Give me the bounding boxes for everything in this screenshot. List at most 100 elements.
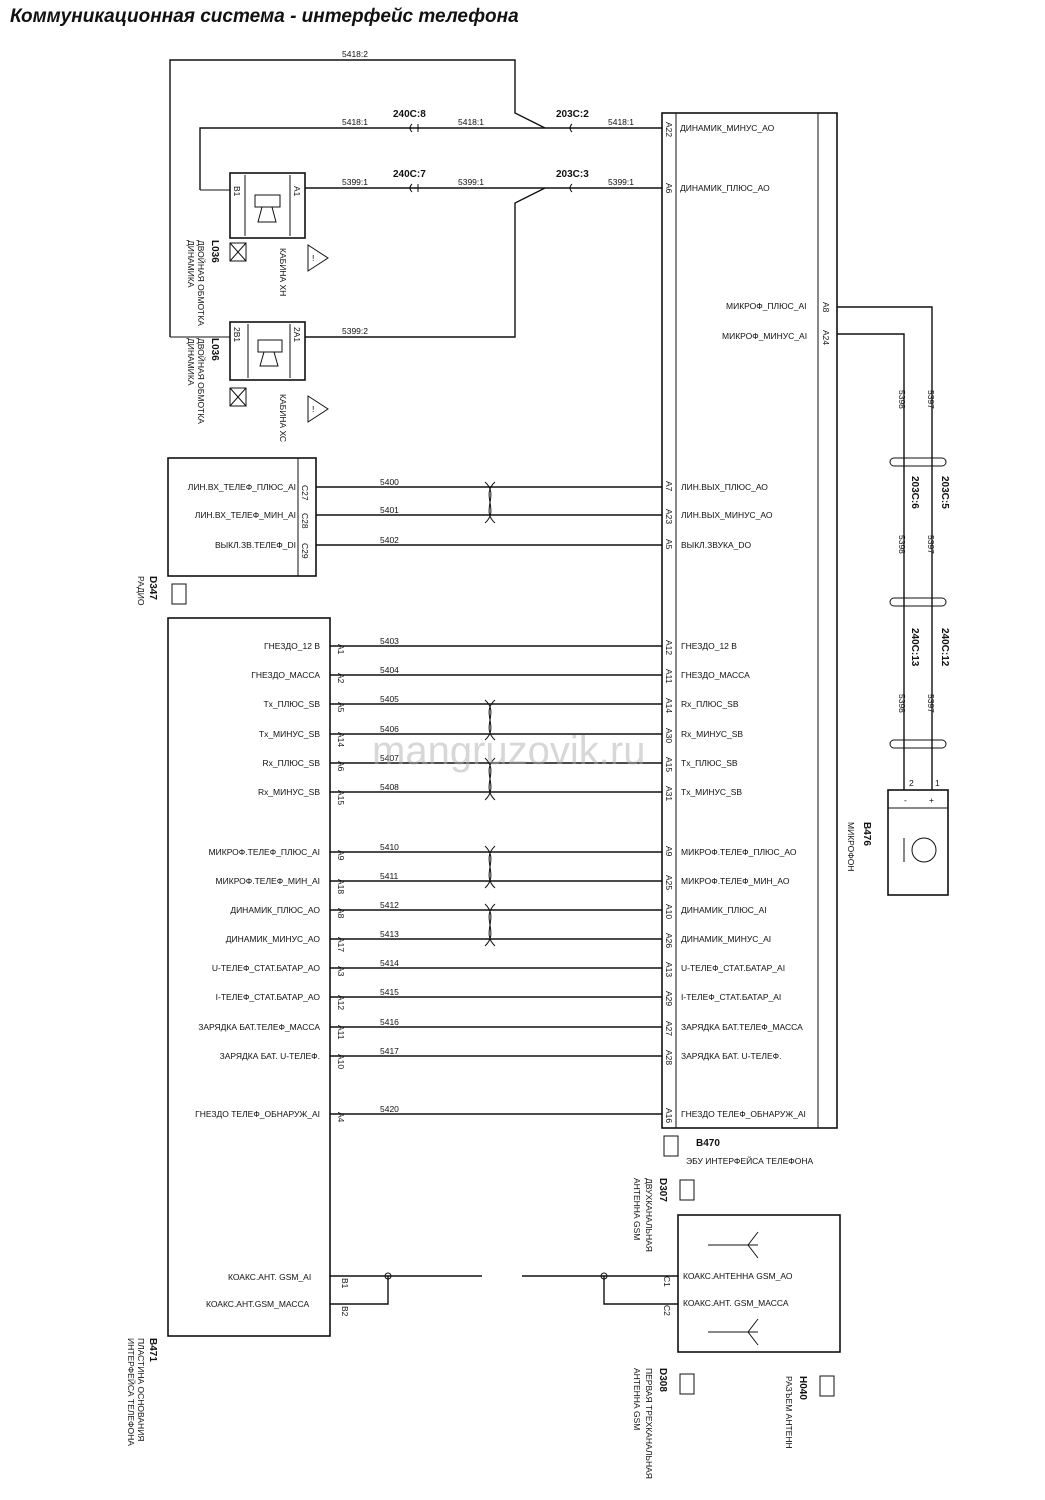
ecu-pin-a24: A24 [821,330,831,345]
wire-label: 5410 [380,842,399,852]
wire-label-5399-1-right: 5399:1 [608,177,634,187]
ecu-pin: A16 [664,1108,674,1123]
row-label: МИКРОФ.ТЕЛЕФ_ПЛЮС_AI [209,847,320,857]
row-pin: C29 [300,543,310,559]
row-pin: A3 [336,966,346,977]
mic-pin-2: 2 [909,778,914,788]
wire-5398 [837,333,905,790]
row-pin: A9 [336,850,346,861]
row-label: ДИНАМИК_МИНУС_АО [226,934,321,944]
ground-box-icon [229,387,247,407]
antenna-icon [708,1318,759,1346]
antenna-label-c1: КОАКС.АНТЕННА GSM_АО [683,1271,793,1281]
wire-5418-1 [199,127,662,190]
warning-icon [307,395,329,423]
d307-code: D307 [657,1178,668,1202]
page-title: Коммуникационная система - интерфейс тел… [10,6,519,27]
wire-label: 5411 [380,871,399,881]
row-label: ГНЕЗДО_МАССА [251,670,320,680]
ecu-row-label: МИКРОФ.ТЕЛЕФ_ПЛЮС_АО [681,847,797,857]
ecu-row-label: ГНЕЗДО_12 В [681,641,737,651]
ecu-row-label: ВЫКЛ.ЗВУКА_DO [681,540,751,550]
row-label: Tx_МИНУС_SB [259,729,320,739]
ecu-row-label: ГНЕЗДО_МАССА [681,670,750,680]
ecu-pin-a22: A22 [664,122,674,137]
connector-symbol [569,183,573,193]
row-pin: A8 [336,908,346,919]
antenna-icon [708,1231,759,1259]
warning-icon [307,244,329,272]
speaker-1-desc2: ДИНАМИКА [186,240,196,288]
svg-text:!: ! [312,404,314,414]
ecu-pin-a6: A6 [664,183,674,194]
wire-label-5418-1-mid: 5418:1 [458,117,484,127]
ecu-mic-minus-label: МИКРОФ_МИНУС_AI [722,331,807,341]
ecu-mic-plus-label: МИКРОФ_ПЛЮС_AI [726,301,807,311]
ecu-pin: A12 [664,640,674,655]
wire-label-5397-b: 5397 [926,535,936,554]
speaker-1-code: L036 [209,240,220,263]
h040-code: H040 [797,1376,808,1400]
row-label: Tx_ПЛЮС_SB [263,699,320,709]
wire-label-5398-c: 5398 [897,694,907,713]
row-label: МИКРОФ.ТЕЛЕФ_МИН_AI [216,876,320,886]
row-pin: A18 [336,879,346,894]
wire-label-5418-1-left: 5418:1 [342,117,368,127]
ecu-row-label: Tx_ПЛЮС_SB [681,758,738,768]
radio-code: D347 [147,576,158,600]
connector-symbol [409,183,419,193]
ecu-row-label: МИКРОФ.ТЕЛЕФ_МИН_АО [681,876,790,886]
row-label: Rx_ПЛЮС_SB [263,758,321,768]
wire-label: 5415 [380,987,399,997]
ecu-pin: A15 [664,757,674,772]
row-pin: A12 [336,995,346,1010]
wire-label: 5403 [380,636,399,646]
ecu-pin: A29 [664,991,674,1006]
d308-connector-icon [679,1373,695,1395]
d308-line1: ПЕРВАЯ ТРЕХКАНАЛЬНАЯ [644,1368,654,1479]
connector-240c-8: 240C:8 [393,109,426,120]
wire-label-5399-2: 5399:2 [342,326,368,336]
speaker-1-desc1: ДВОЙНАЯ ОБМОТКА [196,240,207,326]
wire-label: 5412 [380,900,399,910]
ecu-pin: A25 [664,875,674,890]
radio-connector-icon [171,583,187,605]
wire-label-5398-b: 5398 [897,535,907,554]
row-pin: C28 [300,513,310,529]
ecu-row-label: ДИНАМИК_МИНУС_AI [681,934,771,944]
row-label: ЗАРЯДКА БАТ.ТЕЛЕФ_МАССА [198,1022,320,1032]
ecu-pin: A28 [664,1050,674,1065]
row-pin: A6 [336,761,346,772]
ecu-name: ЭБУ ИНТЕРФЕЙСА ТЕЛЕФОНА [686,1155,813,1166]
row-pin: A14 [336,732,346,747]
speaker-2-pin-2a1: 2A1 [292,327,302,342]
antenna-label-c2: КОАКС.АНТ. GSM_МАССА [683,1298,789,1308]
row-pin: A2 [336,673,346,684]
wire-label-5398-a: 5398 [897,390,907,409]
connector-203c-6: 203C:6 [909,476,920,509]
wire-label: 5420 [380,1104,399,1114]
connector-pair-lower [889,739,947,749]
wire-label: 5408 [380,782,399,792]
antenna-pin-c1: C1 [662,1276,672,1287]
speaker-2-pin-2b1: 2B1 [232,327,242,342]
speaker-2-code: L036 [209,338,220,361]
base-coax-pin-b2: B2 [340,1306,350,1317]
speaker-1: B1 A1 L036 ДВОЙНАЯ ОБМОТКА ДИНАМИКА КАБИ… [186,172,329,326]
row-pin: A17 [336,937,346,952]
ecu-pin: A9 [664,846,674,857]
ecu-pin: A27 [664,1021,674,1036]
wire-row: МИКРОФ.ТЕЛЕФ_МИН_AI A18 5411 A25 МИКРОФ.ТЕЛЕ… [216,871,790,894]
d307-line1: ДВУХКАНАЛЬНАЯ [644,1178,654,1252]
wire-label-5399-1-left: 5399:1 [342,177,368,187]
d308-line2: АНТЕННА GSM [632,1368,642,1430]
connector-203c-5: 203C:5 [939,476,950,509]
ecu-row-label: U-ТЕЛЕФ_СТАТ.БАТАР_AI [681,963,785,973]
